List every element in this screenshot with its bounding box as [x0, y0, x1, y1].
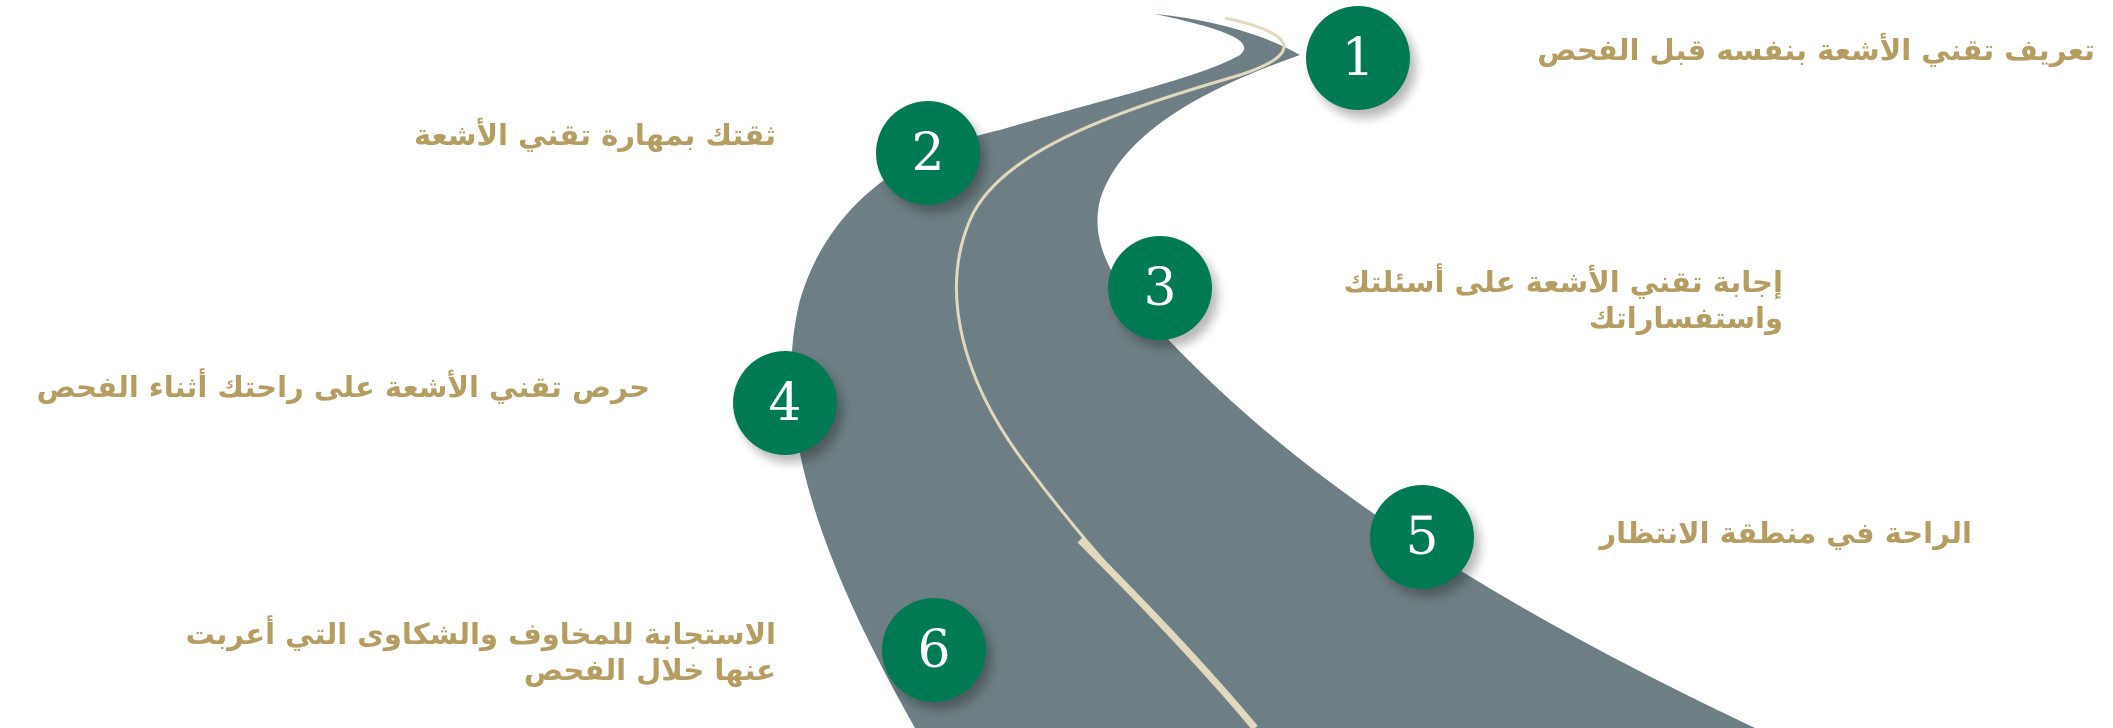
step-2-circle: 2 [876, 101, 980, 205]
step-6-label: الاستجابة للمخاوف والشكاوى التي أعربت عن… [186, 616, 776, 688]
step-1-circle: 1 [1306, 6, 1410, 110]
step-3-circle: 3 [1108, 236, 1212, 340]
step-2-label: ثقتك بمهارة تقني الأشعة [414, 117, 776, 153]
step-1-label: تعريف تقني الأشعة بنفسه قبل الفحص [1537, 32, 2095, 68]
step-6-label-line-1: الاستجابة للمخاوف والشكاوى التي أعربت [186, 616, 776, 652]
step-6-label-line-2: عنها خلال الفحص [186, 652, 776, 688]
step-5-label: الراحة في منطقة الانتظار [1599, 515, 1972, 551]
step-5-circle: 5 [1370, 485, 1474, 589]
step-2-label-line-1: ثقتك بمهارة تقني الأشعة [414, 117, 776, 153]
step-4-label-line-1: حرص تقني الأشعة على راحتك أثناء الفحص [37, 369, 650, 405]
step-4-circle: 4 [733, 351, 837, 455]
step-3-label: إجابة تقني الأشعة على أسئلتك واستفساراتك [1343, 264, 1783, 336]
step-1-label-line-1: تعريف تقني الأشعة بنفسه قبل الفحص [1537, 32, 2095, 68]
step-6-circle: 6 [882, 598, 986, 702]
step-4-label: حرص تقني الأشعة على راحتك أثناء الفحص [37, 369, 650, 405]
step-5-label-line-1: الراحة في منطقة الانتظار [1599, 515, 1972, 551]
step-3-label-line-1: إجابة تقني الأشعة على أسئلتك [1343, 264, 1783, 300]
step-3-label-line-2: واستفساراتك [1343, 300, 1783, 336]
